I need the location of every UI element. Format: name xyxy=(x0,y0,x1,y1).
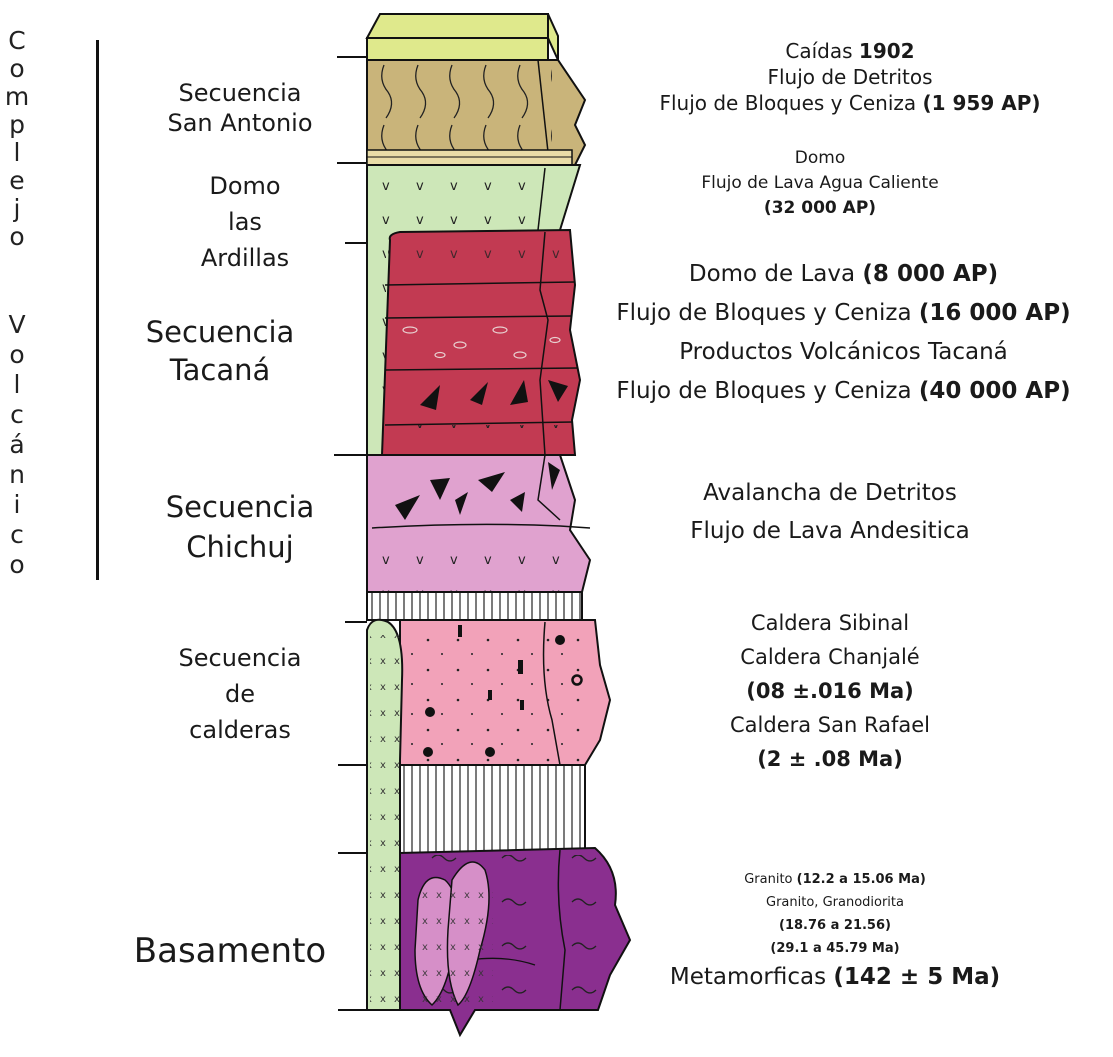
label-secuencia-calderas: Secuencia de calderas xyxy=(150,640,330,748)
desc-chichuj: Avalancha de Detritos Flujo de Lava Ande… xyxy=(620,474,1040,550)
label-secuencia-san-antonio: Secuencia San Antonio xyxy=(140,78,340,138)
desc-basamento: Granito (12.2 a 15.06 Ma) Granito, Grano… xyxy=(620,868,1050,994)
label-basamento: Basamento xyxy=(100,930,360,972)
top-cap-layer xyxy=(367,14,548,38)
desc-ardillas: Domo Flujo de Lava Agua Caliente (32 000… xyxy=(600,146,1040,221)
desc-calderas: Caldera Sibinal Caldera Chanjalé (08 ±.0… xyxy=(640,606,1020,776)
label-secuencia-chichuj: Secuencia Chichuj xyxy=(140,487,340,567)
label-domo-las-ardillas: Domo las Ardillas xyxy=(180,168,310,276)
desc-san-antonio: Caídas 1902 Flujo de Detritos Flujo de B… xyxy=(590,38,1110,116)
striped-band-upper xyxy=(367,592,582,620)
label-secuencia-tacana: Secuencia Tacaná xyxy=(120,313,320,389)
striped-band-lower xyxy=(400,765,585,853)
desc-tacana: Domo de Lava (8 000 AP) Flujo de Bloques… xyxy=(576,255,1111,411)
